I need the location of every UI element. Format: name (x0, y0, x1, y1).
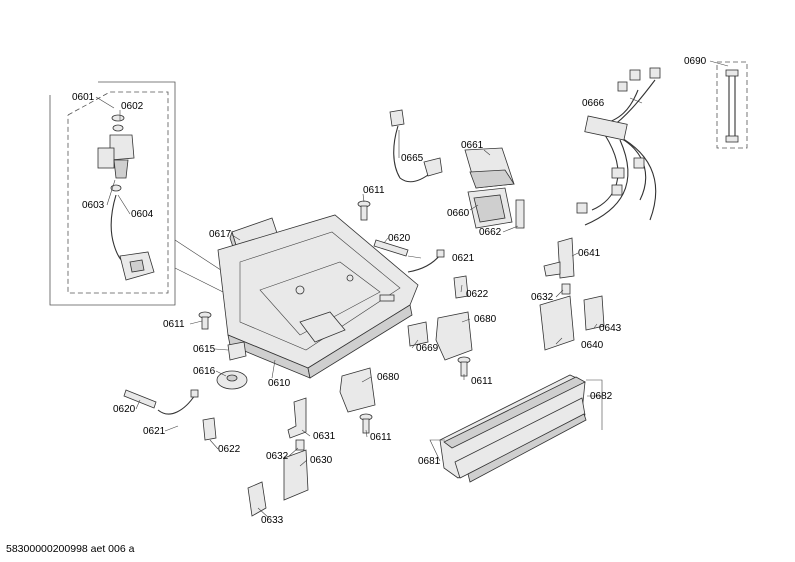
label-0620-a: 0620 (388, 233, 411, 244)
label-0621-a: 0621 (452, 253, 475, 264)
spring-0620-b (123, 389, 157, 409)
label-0641: 0641 (578, 248, 601, 259)
label-0604: 0604 (131, 209, 154, 220)
hose-0604 (110, 194, 155, 281)
label-0633: 0633 (261, 515, 284, 526)
label-0666: 0666 (582, 98, 605, 109)
front-panel-0681 (439, 374, 587, 483)
label-0682: 0682 (590, 391, 613, 402)
part-0669 (407, 321, 429, 347)
label-0617: 0617 (209, 229, 232, 240)
label-0601: 0601 (72, 92, 95, 103)
spring-0620-a (373, 239, 409, 257)
screw-0611-b (198, 311, 212, 330)
label-0611-b: 0611 (163, 319, 185, 330)
drawing-number: 58300000200998 aet 006 a (6, 543, 135, 555)
label-0610: 0610 (268, 378, 291, 389)
part-0633 (247, 481, 267, 517)
valve-0602 (97, 114, 135, 192)
label-0640: 0640 (581, 340, 604, 351)
clip-0622-b (202, 417, 217, 441)
label-0680-a: 0680 (474, 314, 497, 325)
label-0661: 0661 (461, 140, 484, 151)
label-0616: 0616 (193, 366, 216, 377)
base-frame-0610 (217, 214, 419, 379)
bracket-0640 (539, 295, 575, 351)
bracket-0641 (543, 237, 575, 279)
part-0643 (583, 295, 605, 331)
cable-0621-a (407, 249, 445, 273)
housing-0660 (464, 147, 525, 229)
part-0615 (227, 341, 247, 361)
bracket-0630 (283, 449, 309, 501)
label-0611-c: 0611 (471, 376, 493, 387)
label-0631: 0631 (313, 431, 336, 442)
label-0643: 0643 (599, 323, 622, 334)
label-0611-a: 0611 (363, 185, 385, 196)
bracket-0680-a (435, 311, 473, 361)
label-0630: 0630 (310, 455, 333, 466)
label-0622-a: 0622 (466, 289, 489, 300)
cable-0621-b (157, 389, 199, 415)
leader-lines (95, 60, 729, 519)
label-0622-b: 0622 (218, 444, 241, 455)
label-0602: 0602 (121, 101, 144, 112)
label-0611-d: 0611 (370, 432, 392, 443)
label-0669: 0669 (416, 343, 439, 354)
screw-0611-d (359, 413, 373, 434)
screw-0611-c (457, 356, 471, 377)
bracket-0631 (287, 397, 307, 439)
label-0632-b: 0632 (531, 292, 554, 303)
label-0690: 0690 (684, 56, 707, 67)
label-0603: 0603 (82, 200, 105, 211)
label-0660: 0660 (447, 208, 470, 219)
screw-0611-a (357, 200, 371, 221)
cable-0665 (389, 109, 443, 183)
label-0662: 0662 (479, 227, 502, 238)
label-0621-b: 0621 (143, 426, 166, 437)
label-0615: 0615 (193, 344, 216, 355)
hose-0690 (716, 61, 748, 149)
part-0632-b (561, 283, 571, 295)
part-0632-a (295, 439, 305, 451)
label-0681: 0681 (418, 456, 441, 467)
label-0665: 0665 (401, 153, 424, 164)
label-0680-b: 0680 (377, 372, 400, 383)
label-0632-a: 0632 (266, 451, 289, 462)
label-0620-b: 0620 (113, 404, 136, 415)
harness-0666 (576, 67, 661, 226)
clip-0622-a (453, 275, 469, 299)
bracket-0680-b (339, 367, 376, 413)
